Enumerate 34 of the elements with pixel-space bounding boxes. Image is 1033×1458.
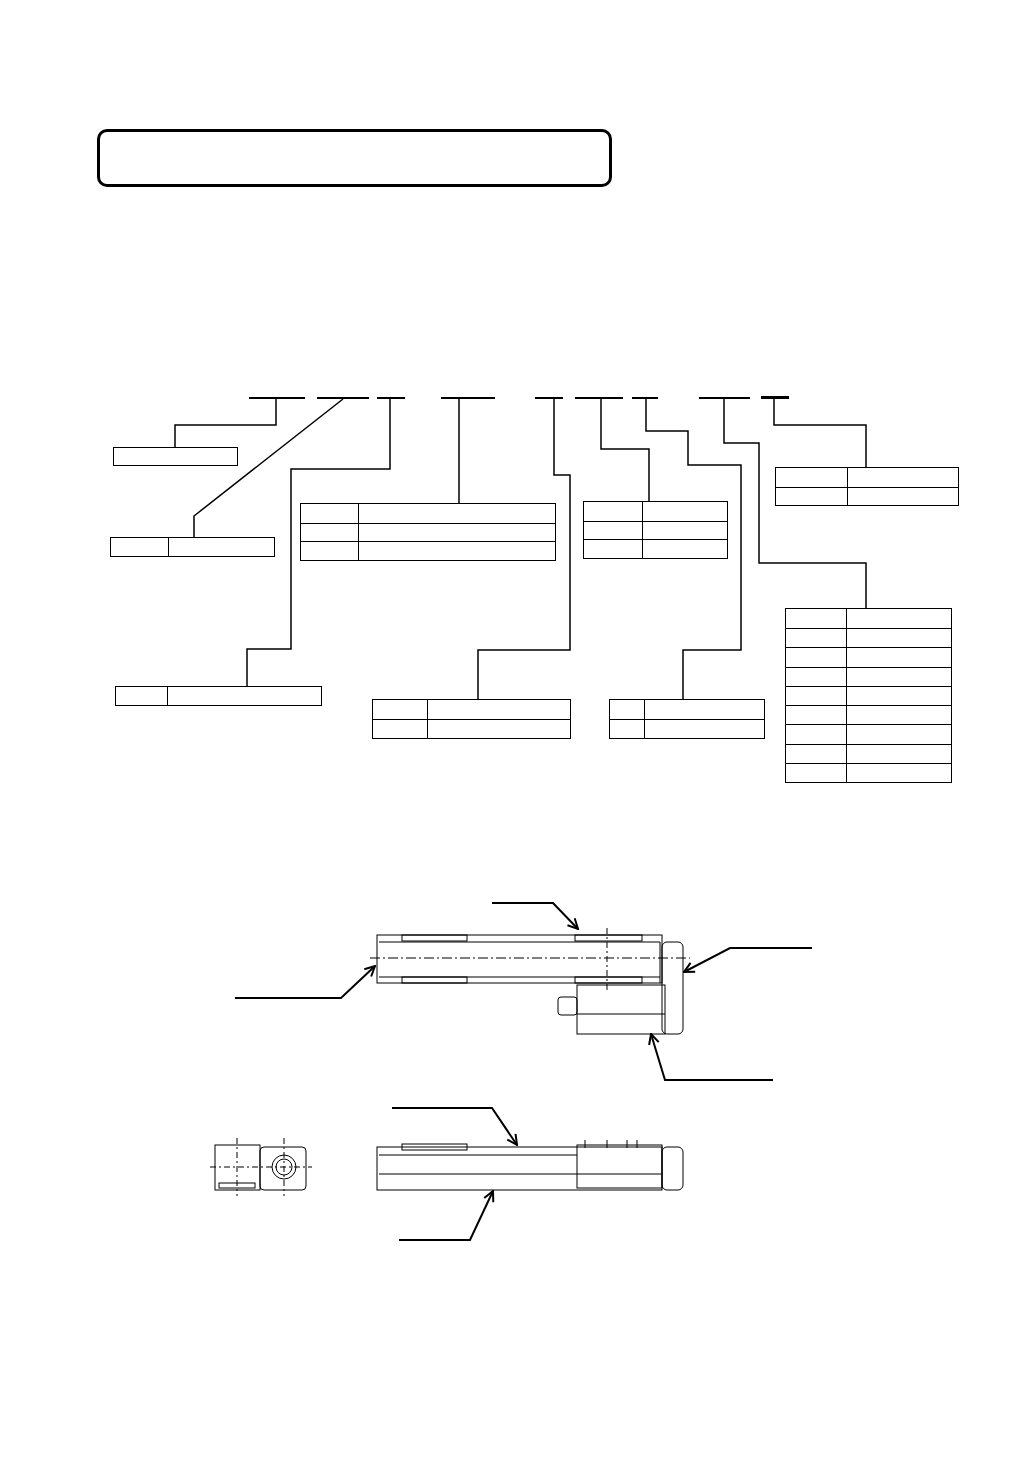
arrow [391,1107,518,1146]
option-table [372,699,571,739]
arrow [398,1190,495,1241]
arrow [648,1033,774,1081]
leader-line [193,398,344,538]
code-segment-underline [441,397,495,399]
leader-line [458,398,460,504]
leader-line [723,398,867,609]
option-table [583,501,728,559]
leader-line [600,398,650,502]
title-box [97,129,612,187]
code-segment-underline [761,396,789,399]
leader-line [246,398,391,687]
leader-line [174,398,277,448]
option-table [300,503,556,561]
arrow [683,947,813,973]
leader-line [477,398,571,700]
code-segment-underline [535,397,563,399]
code-segment-underline [377,397,405,399]
option-table [775,467,959,506]
option-table [785,608,952,783]
option-table [110,537,275,557]
code-segment-underline [699,397,750,399]
option-table [609,699,765,739]
leader-line [645,398,742,700]
code-segment-underline [249,397,305,399]
code-segment-underline [317,397,369,399]
arrow [491,902,579,930]
code-segment-underline [632,397,658,399]
option-table [113,447,238,466]
leader-line [773,398,867,468]
option-table [115,686,322,706]
arrow [234,965,376,999]
code-segment-underline [575,397,623,399]
